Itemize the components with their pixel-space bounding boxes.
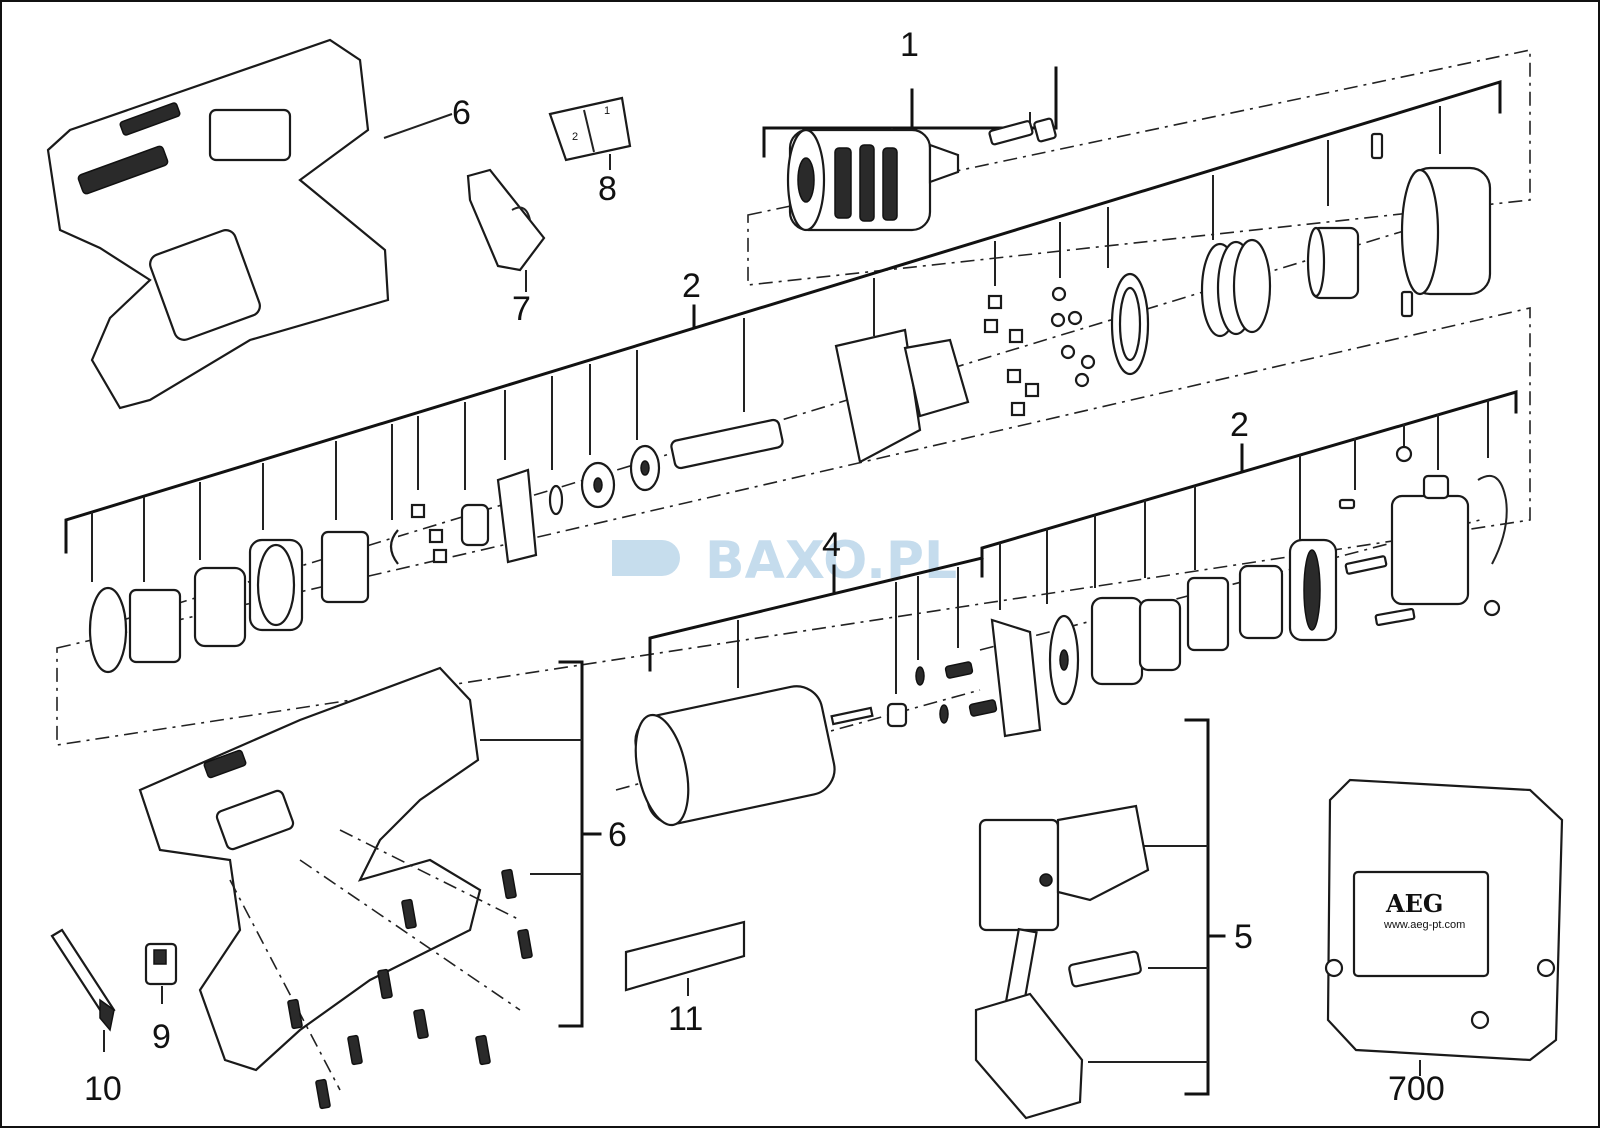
svg-text:AEG: AEG xyxy=(1385,889,1443,918)
label-2-top: 2 xyxy=(682,267,701,305)
label-700: 700 xyxy=(1388,1070,1445,1108)
label-6-bottom: 6 xyxy=(608,816,627,854)
label-1: 1 xyxy=(900,26,919,64)
label-9: 9 xyxy=(152,1018,171,1056)
label-8: 8 xyxy=(598,170,617,208)
switch-group: 5 xyxy=(974,718,1253,1120)
strip-group: 7 xyxy=(466,168,546,328)
chuck-group: 1 xyxy=(762,26,1058,232)
case-group: AEG www.aeg-pt.com 700 xyxy=(1324,778,1564,1108)
slider-group: 1 2 8 xyxy=(548,96,632,208)
label-11: 11 xyxy=(668,1000,703,1038)
housing-top-group: 6 xyxy=(46,38,471,410)
bit-group: 10 xyxy=(50,928,122,1108)
label-4: 4 xyxy=(822,526,841,564)
label-2-right: 2 xyxy=(1230,406,1249,444)
svg-text:www.aeg-pt.com: www.aeg-pt.com xyxy=(1383,919,1465,931)
label-6-top: 6 xyxy=(452,94,471,132)
housing-bottom-group: 6 xyxy=(138,660,627,1110)
label-5: 5 xyxy=(1234,918,1253,956)
gearbox-upper-group: 2 xyxy=(64,79,1502,674)
clip-group: 9 xyxy=(144,942,178,1056)
watermark: BAXO.PL xyxy=(612,531,957,591)
svg-text:1: 1 xyxy=(604,105,610,117)
gearbox-lower-group: 2 xyxy=(979,389,1518,738)
svg-text:2: 2 xyxy=(572,131,578,143)
nameplate-group: 11 xyxy=(624,920,746,1038)
svg-text:BAXO.PL: BAXO.PL xyxy=(705,531,957,591)
motor-group: 4 xyxy=(615,526,998,827)
label-7: 7 xyxy=(512,290,531,328)
label-10: 10 xyxy=(84,1070,122,1108)
